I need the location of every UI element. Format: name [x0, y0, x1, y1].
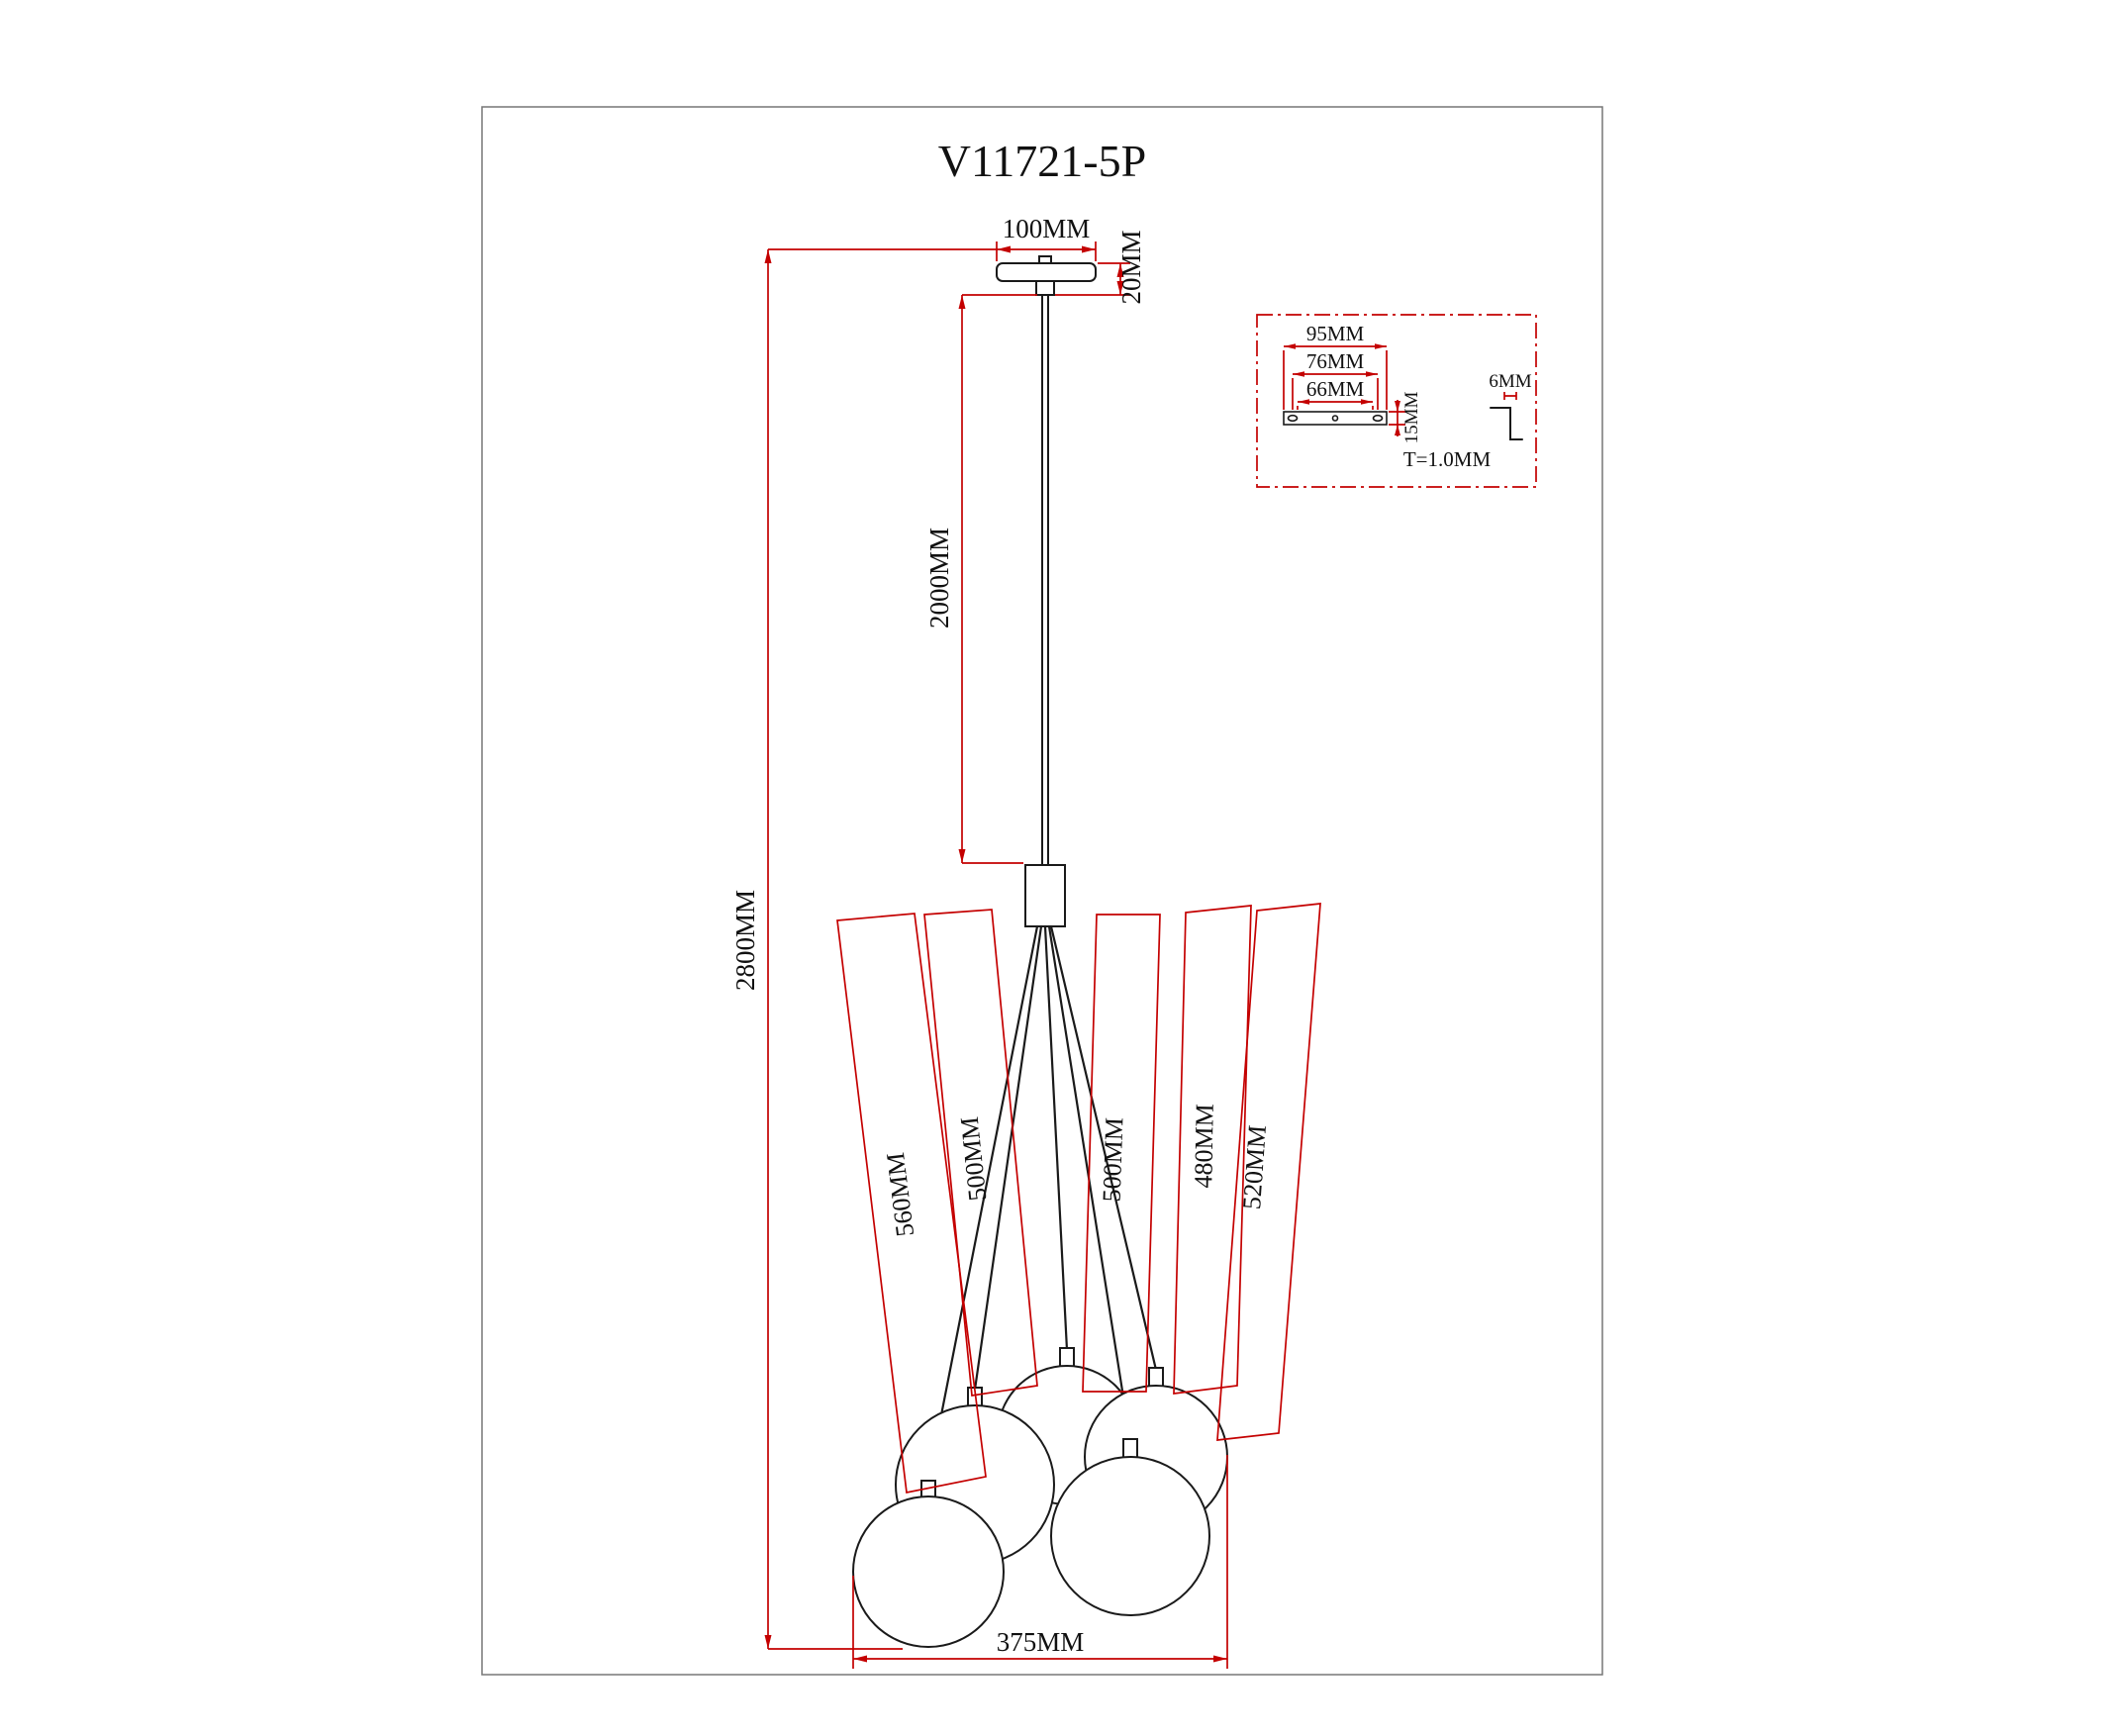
labels: V11721-5P 100MM 20MM 2000MM 2800MM 560MM… [730, 136, 1532, 1657]
detail-dim-depth-label: 15MM [1401, 392, 1422, 444]
bracket-slot-right [1372, 414, 1384, 423]
dim-line-suspension [961, 294, 1037, 864]
dim-cord-4: 480MM [1189, 1104, 1218, 1189]
detail-dim-6 [1503, 392, 1517, 400]
dim-line-canopy-width [768, 241, 1097, 261]
detail-dim-66 [1297, 401, 1374, 410]
canopy-collar [1035, 280, 1055, 296]
bracket-profile [1490, 407, 1523, 440]
bracket-center-hole [1331, 415, 1339, 422]
dim-line-overall [767, 249, 903, 1650]
pendant-cord-3 [1043, 924, 1069, 1352]
fixture-drawing [852, 255, 1523, 1648]
pendant-cord-4 [1049, 924, 1158, 1372]
cord-dim-box-2 [923, 909, 1038, 1397]
pendant-cord-5 [1047, 924, 1132, 1443]
cord-dim-box-4 [1173, 905, 1252, 1395]
dim-cluster-width: 375MM [997, 1627, 1085, 1657]
cord-holder [1024, 864, 1066, 927]
detail-thickness-label: T=1.0MM [1403, 447, 1492, 471]
bracket-slot-left [1287, 414, 1299, 423]
ceiling-canopy [996, 262, 1097, 282]
detail-dim-mid-label: 76MM [1306, 349, 1365, 373]
dim-line-cluster-width [852, 1455, 1228, 1669]
glass-globe-1 [852, 1495, 1005, 1648]
detail-dim-inner-label: 66MM [1306, 377, 1365, 401]
dim-canopy-height: 20MM [1116, 230, 1146, 304]
dim-overall-height: 2800MM [730, 890, 760, 991]
pendant-cord-1 [926, 924, 1039, 1483]
glass-globe-5 [1050, 1456, 1210, 1616]
detail-boundary [1256, 314, 1537, 488]
dim-cord-5: 520MM [1237, 1124, 1272, 1210]
mounting-bracket [1283, 407, 1523, 440]
dim-suspension-length: 2000MM [924, 528, 954, 628]
pendant-cord-2 [973, 924, 1043, 1392]
suspension-rod [1041, 294, 1049, 866]
dim-canopy-width: 100MM [1003, 214, 1091, 243]
detail-dim-76 [1292, 373, 1379, 410]
dim-cord-3: 500MM [1098, 1117, 1129, 1203]
cord-dim-box-5 [1216, 903, 1321, 1441]
cord-dim-box-1 [836, 913, 987, 1495]
detail-dim-outer-label: 95MM [1306, 322, 1365, 345]
drawing-title: V11721-5P [938, 136, 1146, 186]
cord-dim-box-3 [1082, 914, 1161, 1393]
detail-dim-flange-label: 6MM [1489, 371, 1531, 392]
bracket-bar [1283, 411, 1388, 426]
pendant-cords [926, 924, 1158, 1483]
detail-dim-95 [1283, 345, 1388, 410]
dimension-lines [767, 241, 1537, 1669]
